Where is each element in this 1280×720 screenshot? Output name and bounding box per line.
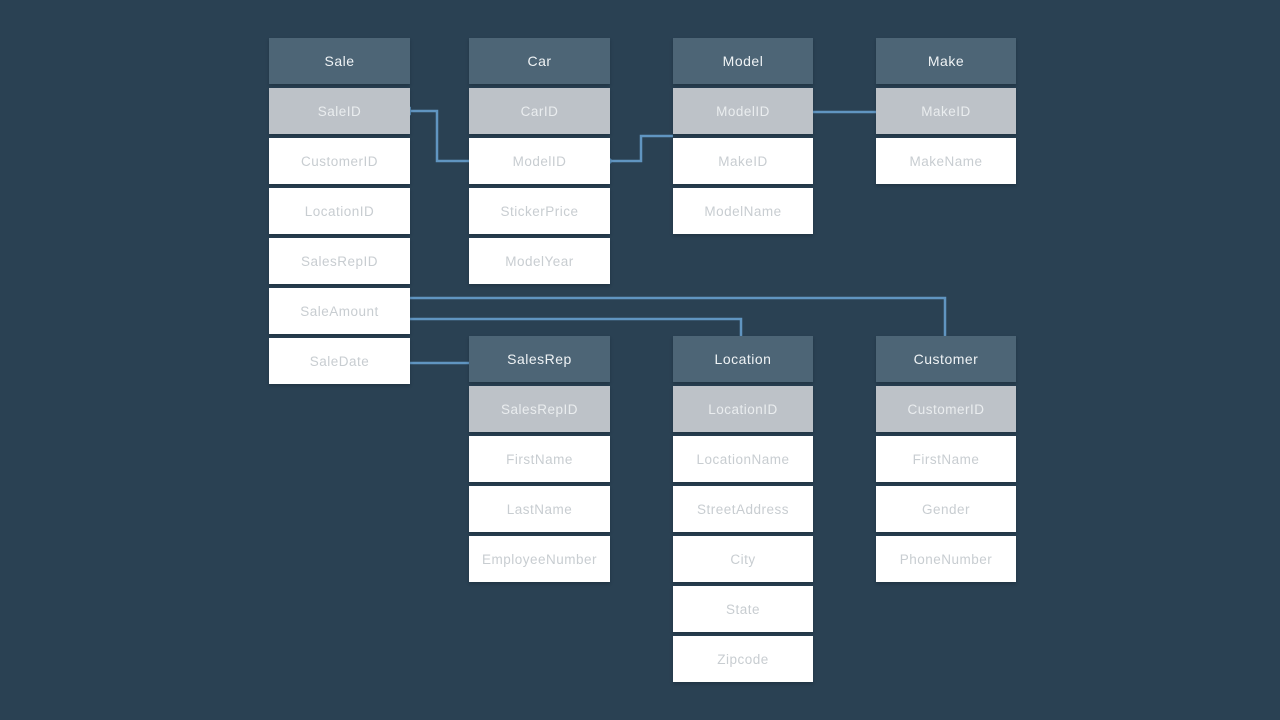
field-makename: MakeName	[876, 138, 1016, 184]
field-customerid: CustomerID	[269, 138, 410, 184]
field-phonenumber: PhoneNumber	[876, 536, 1016, 582]
field-employeenumber: EmployeeNumber	[469, 536, 610, 582]
field-modelid: ModelID	[469, 138, 610, 184]
field-gender: Gender	[876, 486, 1016, 532]
field-makeid: MakeID	[876, 88, 1016, 134]
field-carid: CarID	[469, 88, 610, 134]
field-modelname: ModelName	[673, 188, 813, 234]
table-title-model: Model	[673, 38, 813, 84]
table-title-customer: Customer	[876, 336, 1016, 382]
field-modelyear: ModelYear	[469, 238, 610, 284]
field-saleid: SaleID	[269, 88, 410, 134]
field-salesrepid: SalesRepID	[269, 238, 410, 284]
connector-Sale.SaleID-to-Car	[410, 109, 469, 163]
field-state: State	[673, 586, 813, 632]
table-title-make: Make	[876, 38, 1016, 84]
field-customerid: CustomerID	[876, 386, 1016, 432]
field-locationid: LocationID	[269, 188, 410, 234]
table-title-salesrep: SalesRep	[469, 336, 610, 382]
table-title-location: Location	[673, 336, 813, 382]
field-makeid: MakeID	[673, 138, 813, 184]
field-lastname: LastName	[469, 486, 610, 532]
field-zipcode: Zipcode	[673, 636, 813, 682]
field-modelid: ModelID	[673, 88, 813, 134]
connector-Sale.SaleAmount-to-Customer	[410, 296, 947, 338]
field-city: City	[673, 536, 813, 582]
field-saledate: SaleDate	[269, 338, 410, 384]
field-salesrepid: SalesRepID	[469, 386, 610, 432]
connector-Car.ModelID-to-Model	[610, 134, 673, 163]
field-firstname: FirstName	[469, 436, 610, 482]
table-title-sale: Sale	[269, 38, 410, 84]
field-locationid: LocationID	[673, 386, 813, 432]
field-streetaddress: StreetAddress	[673, 486, 813, 532]
field-firstname: FirstName	[876, 436, 1016, 482]
field-stickerprice: StickerPrice	[469, 188, 610, 234]
table-title-car: Car	[469, 38, 610, 84]
field-locationname: LocationName	[673, 436, 813, 482]
field-saleamount: SaleAmount	[269, 288, 410, 334]
